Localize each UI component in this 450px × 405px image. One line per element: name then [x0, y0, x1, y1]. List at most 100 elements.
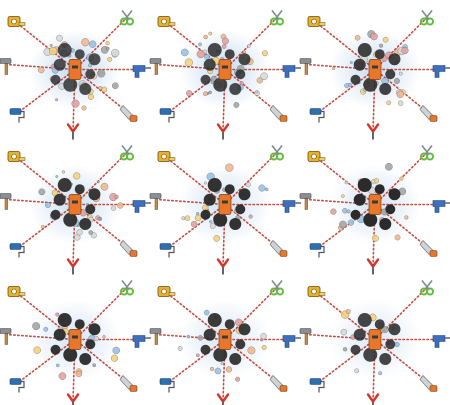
- particle: [381, 325, 389, 334]
- particle: [264, 187, 269, 192]
- particle: [184, 215, 191, 221]
- particle: [100, 182, 109, 191]
- dark-node: [207, 178, 222, 193]
- hammer-icon: [299, 193, 312, 210]
- particle: [332, 66, 336, 71]
- particle: [197, 335, 204, 341]
- particle: [260, 333, 267, 340]
- particle: [105, 46, 110, 51]
- dark-node: [85, 69, 96, 80]
- dark-node: [57, 178, 72, 193]
- dotted-line: [14, 20, 76, 71]
- particle: [198, 42, 202, 47]
- dark-node: [374, 184, 385, 195]
- particle: [38, 188, 46, 196]
- particle: [61, 170, 66, 174]
- dotted-line: [72, 68, 76, 133]
- particle: [354, 368, 359, 374]
- hammer-icon: [0, 58, 12, 75]
- dotted-line: [222, 203, 226, 268]
- particle: [112, 82, 119, 90]
- dotted-line: [74, 16, 128, 71]
- paint-roller-icon: [309, 378, 325, 393]
- particle: [393, 77, 400, 85]
- dark-node: [200, 344, 211, 355]
- tape-measure-icon: [7, 151, 26, 162]
- particle: [245, 182, 251, 188]
- panel-4: [0, 145, 151, 275]
- drill-icon: [132, 335, 151, 348]
- dark-node: [63, 77, 78, 92]
- particle: [239, 81, 244, 86]
- tape-measure-icon: [307, 16, 326, 27]
- dark-node: [53, 328, 66, 341]
- dotted-line: [224, 151, 278, 206]
- dark-node: [74, 49, 85, 60]
- saw-icon: [419, 105, 438, 122]
- dotted-line: [166, 338, 226, 385]
- dotted-line: [316, 68, 376, 115]
- panel-8: [149, 280, 301, 405]
- particle: [111, 354, 119, 362]
- particle: [208, 90, 212, 95]
- particle: [41, 224, 45, 229]
- dark-node: [229, 352, 242, 365]
- particle: [96, 180, 100, 184]
- particle: [261, 344, 267, 350]
- dark-node: [79, 82, 92, 95]
- particle: [73, 172, 81, 180]
- particle: [373, 178, 380, 184]
- tape-measure-icon: [157, 16, 176, 27]
- dark-node: [350, 344, 361, 355]
- particle: [55, 312, 60, 317]
- dotted-line: [74, 151, 128, 206]
- particle: [81, 38, 90, 47]
- dark-node: [238, 188, 251, 201]
- dark-node: [224, 319, 235, 330]
- saw-icon: [419, 375, 438, 392]
- drill-icon: [432, 65, 450, 78]
- hub: [218, 59, 232, 80]
- hub-slot: [372, 335, 378, 339]
- hammer-icon: [149, 193, 162, 210]
- hub-slot: [372, 65, 378, 69]
- particle: [248, 214, 253, 219]
- pliers-icon: [66, 123, 80, 140]
- dotted-line: [16, 203, 76, 250]
- dark-node: [235, 69, 246, 80]
- dark-node: [213, 77, 228, 92]
- scissors-icon: [270, 145, 284, 161]
- dark-node: [357, 43, 372, 58]
- saw-icon: [119, 105, 138, 122]
- panel-9: [299, 280, 450, 405]
- particle: [38, 66, 45, 74]
- particle: [203, 181, 207, 185]
- particle: [398, 71, 403, 76]
- particle: [214, 367, 222, 375]
- dark-node: [235, 204, 246, 215]
- particle: [209, 220, 213, 224]
- particle: [112, 346, 120, 355]
- hammer-icon: [149, 328, 162, 345]
- particle: [378, 371, 383, 376]
- hub-slot: [222, 200, 228, 204]
- dark-node: [353, 58, 366, 71]
- particle: [345, 309, 351, 314]
- dark-node: [203, 58, 216, 71]
- drill-icon: [282, 200, 301, 213]
- particle: [110, 205, 117, 211]
- particle: [256, 77, 263, 84]
- dark-node: [229, 82, 242, 95]
- pliers-icon: [366, 123, 380, 140]
- particle: [45, 202, 51, 208]
- panel-2: [149, 10, 301, 140]
- saw-icon: [269, 240, 288, 257]
- dark-node: [200, 209, 211, 220]
- saw-icon: [269, 105, 288, 122]
- pliers-icon: [66, 393, 80, 405]
- particle: [379, 43, 384, 48]
- particle: [51, 189, 59, 197]
- particle: [260, 72, 268, 81]
- particle: [247, 44, 251, 48]
- particle: [210, 223, 216, 229]
